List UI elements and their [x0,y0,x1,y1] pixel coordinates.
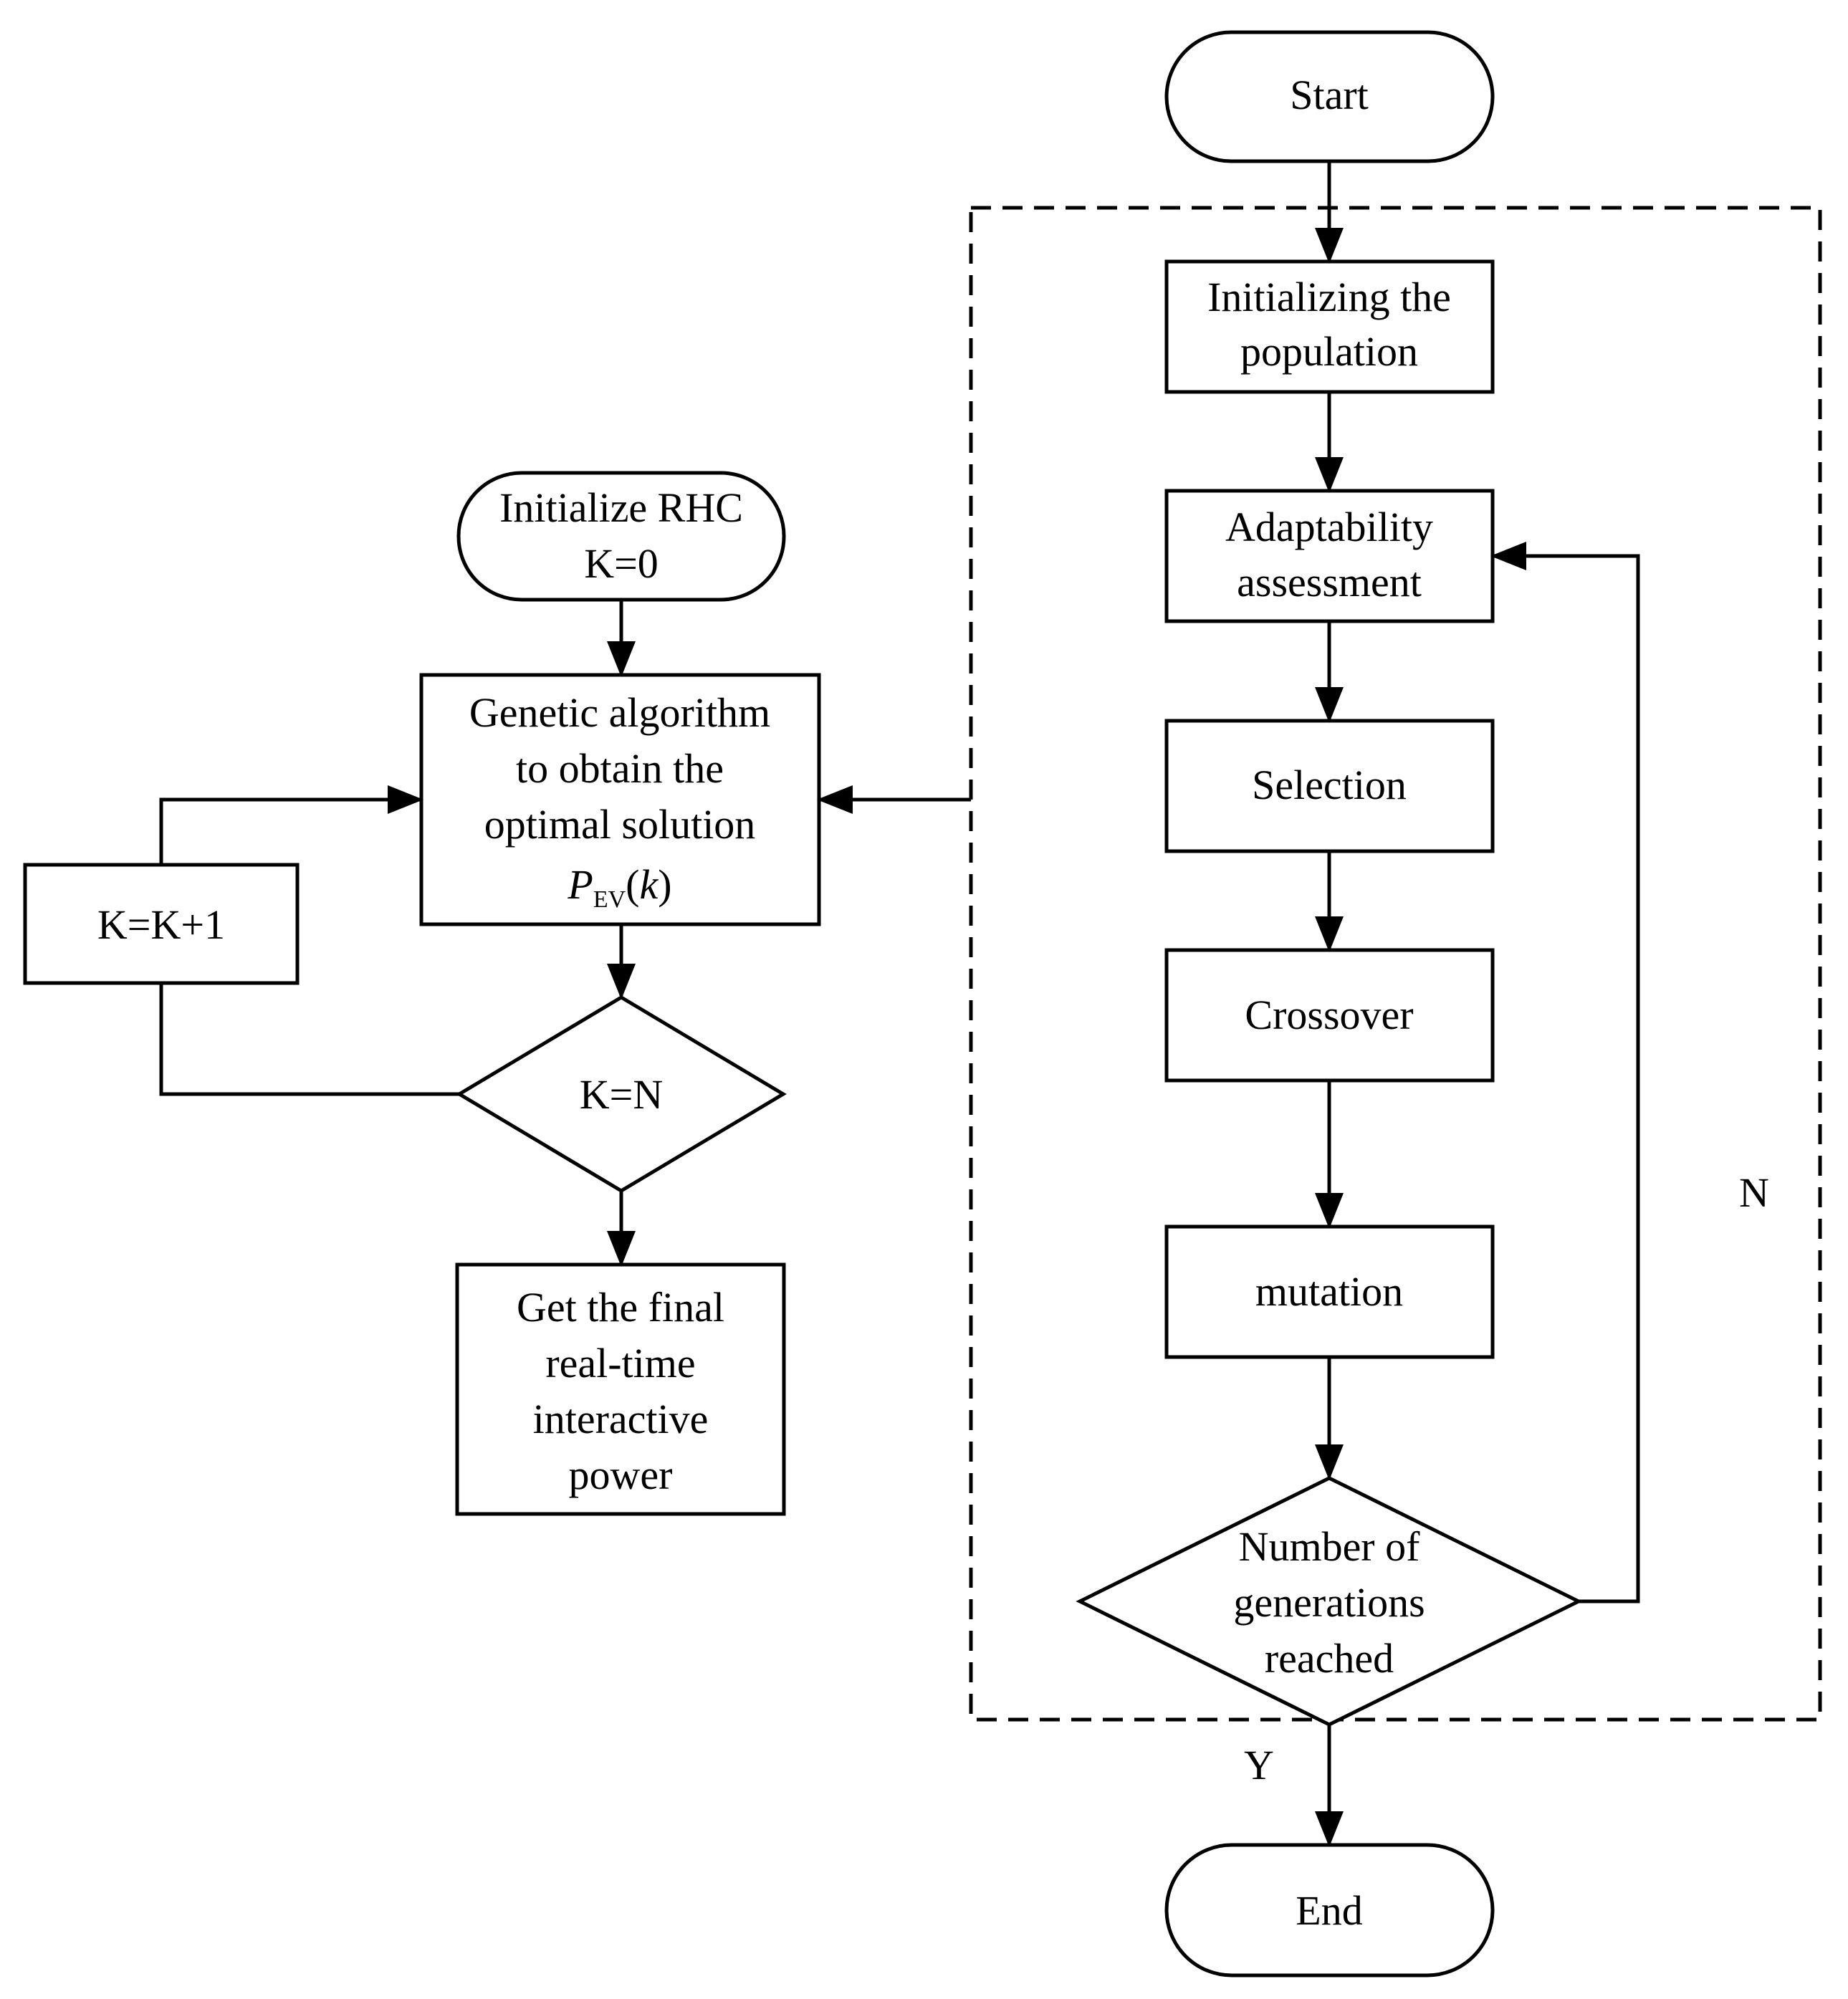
adaptability-node: Adaptability assessment [1164,489,1495,623]
final-power-label-line-2: real-time [545,1340,695,1386]
yes-edge-label: Y [1244,1742,1274,1788]
selection-label: Selection [1252,762,1407,808]
arrow-generations-no-loop [1490,542,1640,1603]
start-node: Start [1164,30,1495,163]
increment-node: K=K+1 [23,863,300,985]
start-label: Start [1290,72,1369,118]
crossover-node: Crossover [1164,948,1495,1083]
generations-decision-node: Number of generations reached [1076,1476,1583,1727]
k-check-label: K=N [580,1071,663,1118]
final-power-label-line-4: power [569,1452,673,1498]
selection-node: Selection [1164,719,1495,853]
final-power-label-line-1: Get the final [517,1284,724,1331]
init-population-label-line-2: population [1240,328,1418,375]
generations-label-line-2: generations [1233,1579,1425,1626]
final-power-node: Get the final real-time interactive powe… [455,1262,786,1516]
genetic-algorithm-boundary [969,206,1822,1722]
init-rhc-node: Initialize RHC K=0 [456,471,786,602]
formula-subscript: EV [593,886,626,913]
increment-label: K=K+1 [97,901,225,948]
adaptability-label-line-1: Adaptability [1225,504,1433,550]
k-decision-node: K=N [456,995,787,1193]
crossover-label: Crossover [1245,992,1413,1038]
mutation-node: mutation [1164,1224,1495,1359]
init-rhc-label-line-1: Initialize RHC [499,484,743,531]
init-rhc-label-line-2: K=0 [584,540,659,587]
ev-power-formula: PEV(k) [567,861,671,913]
generations-label-line-1: Number of [1239,1523,1421,1570]
genetic-algorithm-label-line-1: Genetic algorithm [469,689,770,736]
init-population-node: Initializing the population [1164,259,1495,394]
no-edge-label: N [1739,1169,1769,1216]
formula-symbol: P [567,861,593,908]
genetic-algorithm-label-line-3: optimal solution [484,801,756,848]
generations-label-line-3: reached [1265,1635,1394,1682]
genetic-algorithm-label-line-2: to obtain the [516,745,724,792]
init-population-label-line-1: Initializing the [1207,274,1451,320]
mutation-label: mutation [1255,1268,1403,1315]
genetic-algorithm-node: Genetic algorithm to obtain the optimal … [419,673,821,926]
final-power-label-line-3: interactive [533,1396,709,1442]
arrow-increment-to-genetic [159,785,423,865]
arrow-k-check-to-increment [159,983,459,1096]
end-node: End [1164,1843,1495,1978]
end-label: End [1296,1887,1362,1934]
formula-argument: k [640,861,659,908]
adaptability-label-line-2: assessment [1237,559,1422,605]
